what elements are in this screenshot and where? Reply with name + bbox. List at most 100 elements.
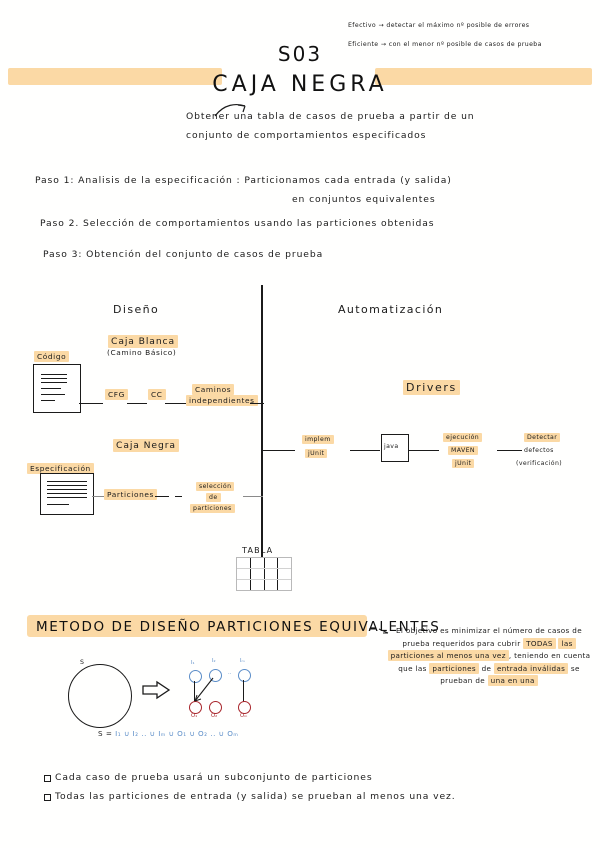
label-particiones: Particiones bbox=[104, 489, 157, 500]
method-banner-label: METODO DE DISEÑO PARTICIONES EQUIVALENTE… bbox=[36, 619, 441, 635]
label-caja-blanca-text: Caja Blanca bbox=[108, 335, 179, 348]
node-ellipsis: .. bbox=[228, 670, 232, 676]
label-drivers: Drivers bbox=[403, 380, 460, 396]
label-caminos-line2: independientes bbox=[186, 395, 258, 406]
node-label-output-m: Oₘ bbox=[240, 713, 248, 719]
java-box bbox=[381, 434, 409, 462]
para-plain-5: se prueban de bbox=[440, 663, 580, 686]
node-label-input-1: I₁ bbox=[191, 660, 195, 666]
label-ejecucion-line2-text: MAVEN bbox=[448, 446, 478, 455]
label-particiones-text: Particiones bbox=[104, 489, 157, 500]
connector-cc-caminos bbox=[165, 403, 187, 405]
note-efficient: Eficiente → con el menor nº posible de c… bbox=[348, 41, 542, 48]
set-circle bbox=[68, 664, 132, 728]
label-cc-text: CC bbox=[148, 389, 166, 400]
label-cfg-text: CFG bbox=[105, 389, 128, 400]
diagram-column-title-design: Diseño bbox=[113, 303, 160, 316]
label-detectar-line2: defectos bbox=[524, 447, 554, 454]
implies-arrow-icon bbox=[141, 680, 171, 704]
connector-codigo-cfg bbox=[79, 403, 103, 405]
set-formula-prefix: S = bbox=[98, 729, 113, 738]
node-output-1 bbox=[189, 701, 202, 714]
label-caminos-line1: Caminos bbox=[192, 384, 235, 395]
label-seleccion-line3: particiones bbox=[190, 504, 235, 513]
bullet-item-1: Cada caso de prueba usará un subconjunto… bbox=[44, 772, 373, 784]
node-label-input-2: I₂ bbox=[212, 658, 216, 664]
label-ejecucion-line1: ejecución bbox=[443, 433, 483, 442]
label-seleccion-line2: de bbox=[206, 493, 221, 502]
para-hl-particiones: particiones bbox=[429, 662, 479, 674]
codigo-document-box bbox=[33, 364, 81, 413]
para-hl-entrada-invalidas: entrada inválidas bbox=[493, 662, 569, 674]
label-detectar-line1: Detectar bbox=[524, 433, 561, 442]
label-ejecucion-line3: jUnit bbox=[452, 459, 475, 468]
label-java: java bbox=[384, 443, 399, 450]
label-cc: CC bbox=[148, 389, 166, 400]
label-especificacion: Especificación bbox=[27, 463, 94, 474]
para-hl-de: de bbox=[481, 663, 492, 673]
connector-ejecucion-detectar bbox=[497, 450, 522, 452]
set-formula: S = I₁ ∪ I₂ .. ∪ Iₘ ∪ O₁ ∪ O₂ .. ∪ Oₘ bbox=[98, 729, 238, 738]
page-title: CAJA NEGRA bbox=[212, 72, 388, 97]
node-output-m bbox=[238, 701, 251, 714]
para-plain-comma: , bbox=[508, 651, 512, 661]
link-inm-outm bbox=[243, 680, 245, 702]
label-caja-blanca: Caja Blanca bbox=[108, 335, 179, 348]
label-codigo: Código bbox=[34, 351, 70, 362]
label-tabla: TABLA bbox=[242, 546, 274, 555]
label-caminos-line1-text: Caminos bbox=[192, 384, 235, 395]
intro-arrow-icon bbox=[214, 104, 246, 117]
connector-cfg-cc bbox=[127, 403, 147, 405]
para-hl-todas: TODAS bbox=[523, 637, 556, 649]
label-seleccion-line1: selección bbox=[196, 482, 235, 491]
label-caja-negra: Caja Negra bbox=[113, 439, 179, 452]
label-caminos-line2-text: independientes bbox=[186, 395, 258, 406]
label-seleccion-line3-text: particiones bbox=[190, 504, 235, 513]
label-cfg: CFG bbox=[105, 389, 128, 400]
para-plain-4: teniendo en cuenta que las bbox=[398, 651, 591, 673]
title-highlight-left bbox=[8, 68, 222, 85]
label-implem-line2-text: jUnit bbox=[305, 449, 328, 458]
title-highlight-right bbox=[375, 68, 592, 85]
connector-especificacion-particiones bbox=[92, 496, 105, 498]
label-implem-line1: implem bbox=[302, 435, 334, 444]
para-plain-1: El objetivo es minimizar el número de ca… bbox=[396, 626, 570, 635]
para-hl-una-en-una: una en una bbox=[487, 675, 538, 687]
node-input-1 bbox=[189, 670, 202, 683]
set-formula-body: I₁ ∪ I₂ .. ∪ Iₘ ∪ O₁ ∪ O₂ .. ∪ Oₘ bbox=[115, 729, 239, 738]
connector-seleccion-spine bbox=[243, 496, 263, 498]
step-1-line-1: Paso 1: Analisis de la especificación : … bbox=[35, 175, 452, 186]
node-input-m bbox=[238, 669, 251, 682]
tabla-grid bbox=[236, 557, 292, 591]
diagram-vertical-divider bbox=[261, 285, 263, 560]
link-in2-out1 bbox=[194, 677, 214, 702]
bullet-item-2: Todas las particiones de entrada (y sali… bbox=[44, 791, 456, 803]
intro-line-1: Obtener una tabla de casos de prueba a p… bbox=[186, 111, 475, 122]
set-label-s: S bbox=[80, 659, 85, 666]
especificacion-document-box bbox=[40, 473, 94, 515]
connector-java-ejecucion bbox=[408, 450, 439, 452]
label-codigo-text: Código bbox=[34, 351, 70, 362]
node-label-output-2: O₂ bbox=[211, 713, 218, 719]
step-3: Paso 3: Obtención del conjunto de casos … bbox=[43, 249, 324, 260]
bullet-text-2: Todas las particiones de entrada (y sali… bbox=[55, 791, 456, 802]
label-implem-line1-text: implem bbox=[302, 435, 334, 444]
label-seleccion-line2-text: de bbox=[206, 493, 221, 502]
title-code: S03 bbox=[277, 42, 323, 66]
label-drivers-text: Drivers bbox=[403, 380, 460, 395]
label-camino-basico: (Camino Básico) bbox=[107, 348, 177, 357]
label-detectar-line3: (verificación) bbox=[516, 460, 563, 467]
method-description-paragraph: El objetivo es minimizar el número de ca… bbox=[383, 625, 595, 688]
node-input-2 bbox=[209, 669, 222, 682]
connector-particiones-seleccion-b bbox=[175, 496, 182, 498]
bullet-text-1: Cada caso de prueba usará un subconjunto… bbox=[55, 772, 373, 783]
step-1-line-2: en conjuntos equivalentes bbox=[292, 194, 436, 205]
label-caja-negra-text: Caja Negra bbox=[113, 439, 179, 452]
node-label-input-m: Iₘ bbox=[240, 658, 245, 664]
node-output-2 bbox=[209, 701, 222, 714]
label-ejecucion-line3-text: jUnit bbox=[452, 459, 475, 468]
bullet-square-icon-2 bbox=[44, 794, 51, 801]
node-label-output-1: O₁ bbox=[191, 713, 198, 719]
label-ejecucion-line1-text: ejecución bbox=[443, 433, 483, 442]
